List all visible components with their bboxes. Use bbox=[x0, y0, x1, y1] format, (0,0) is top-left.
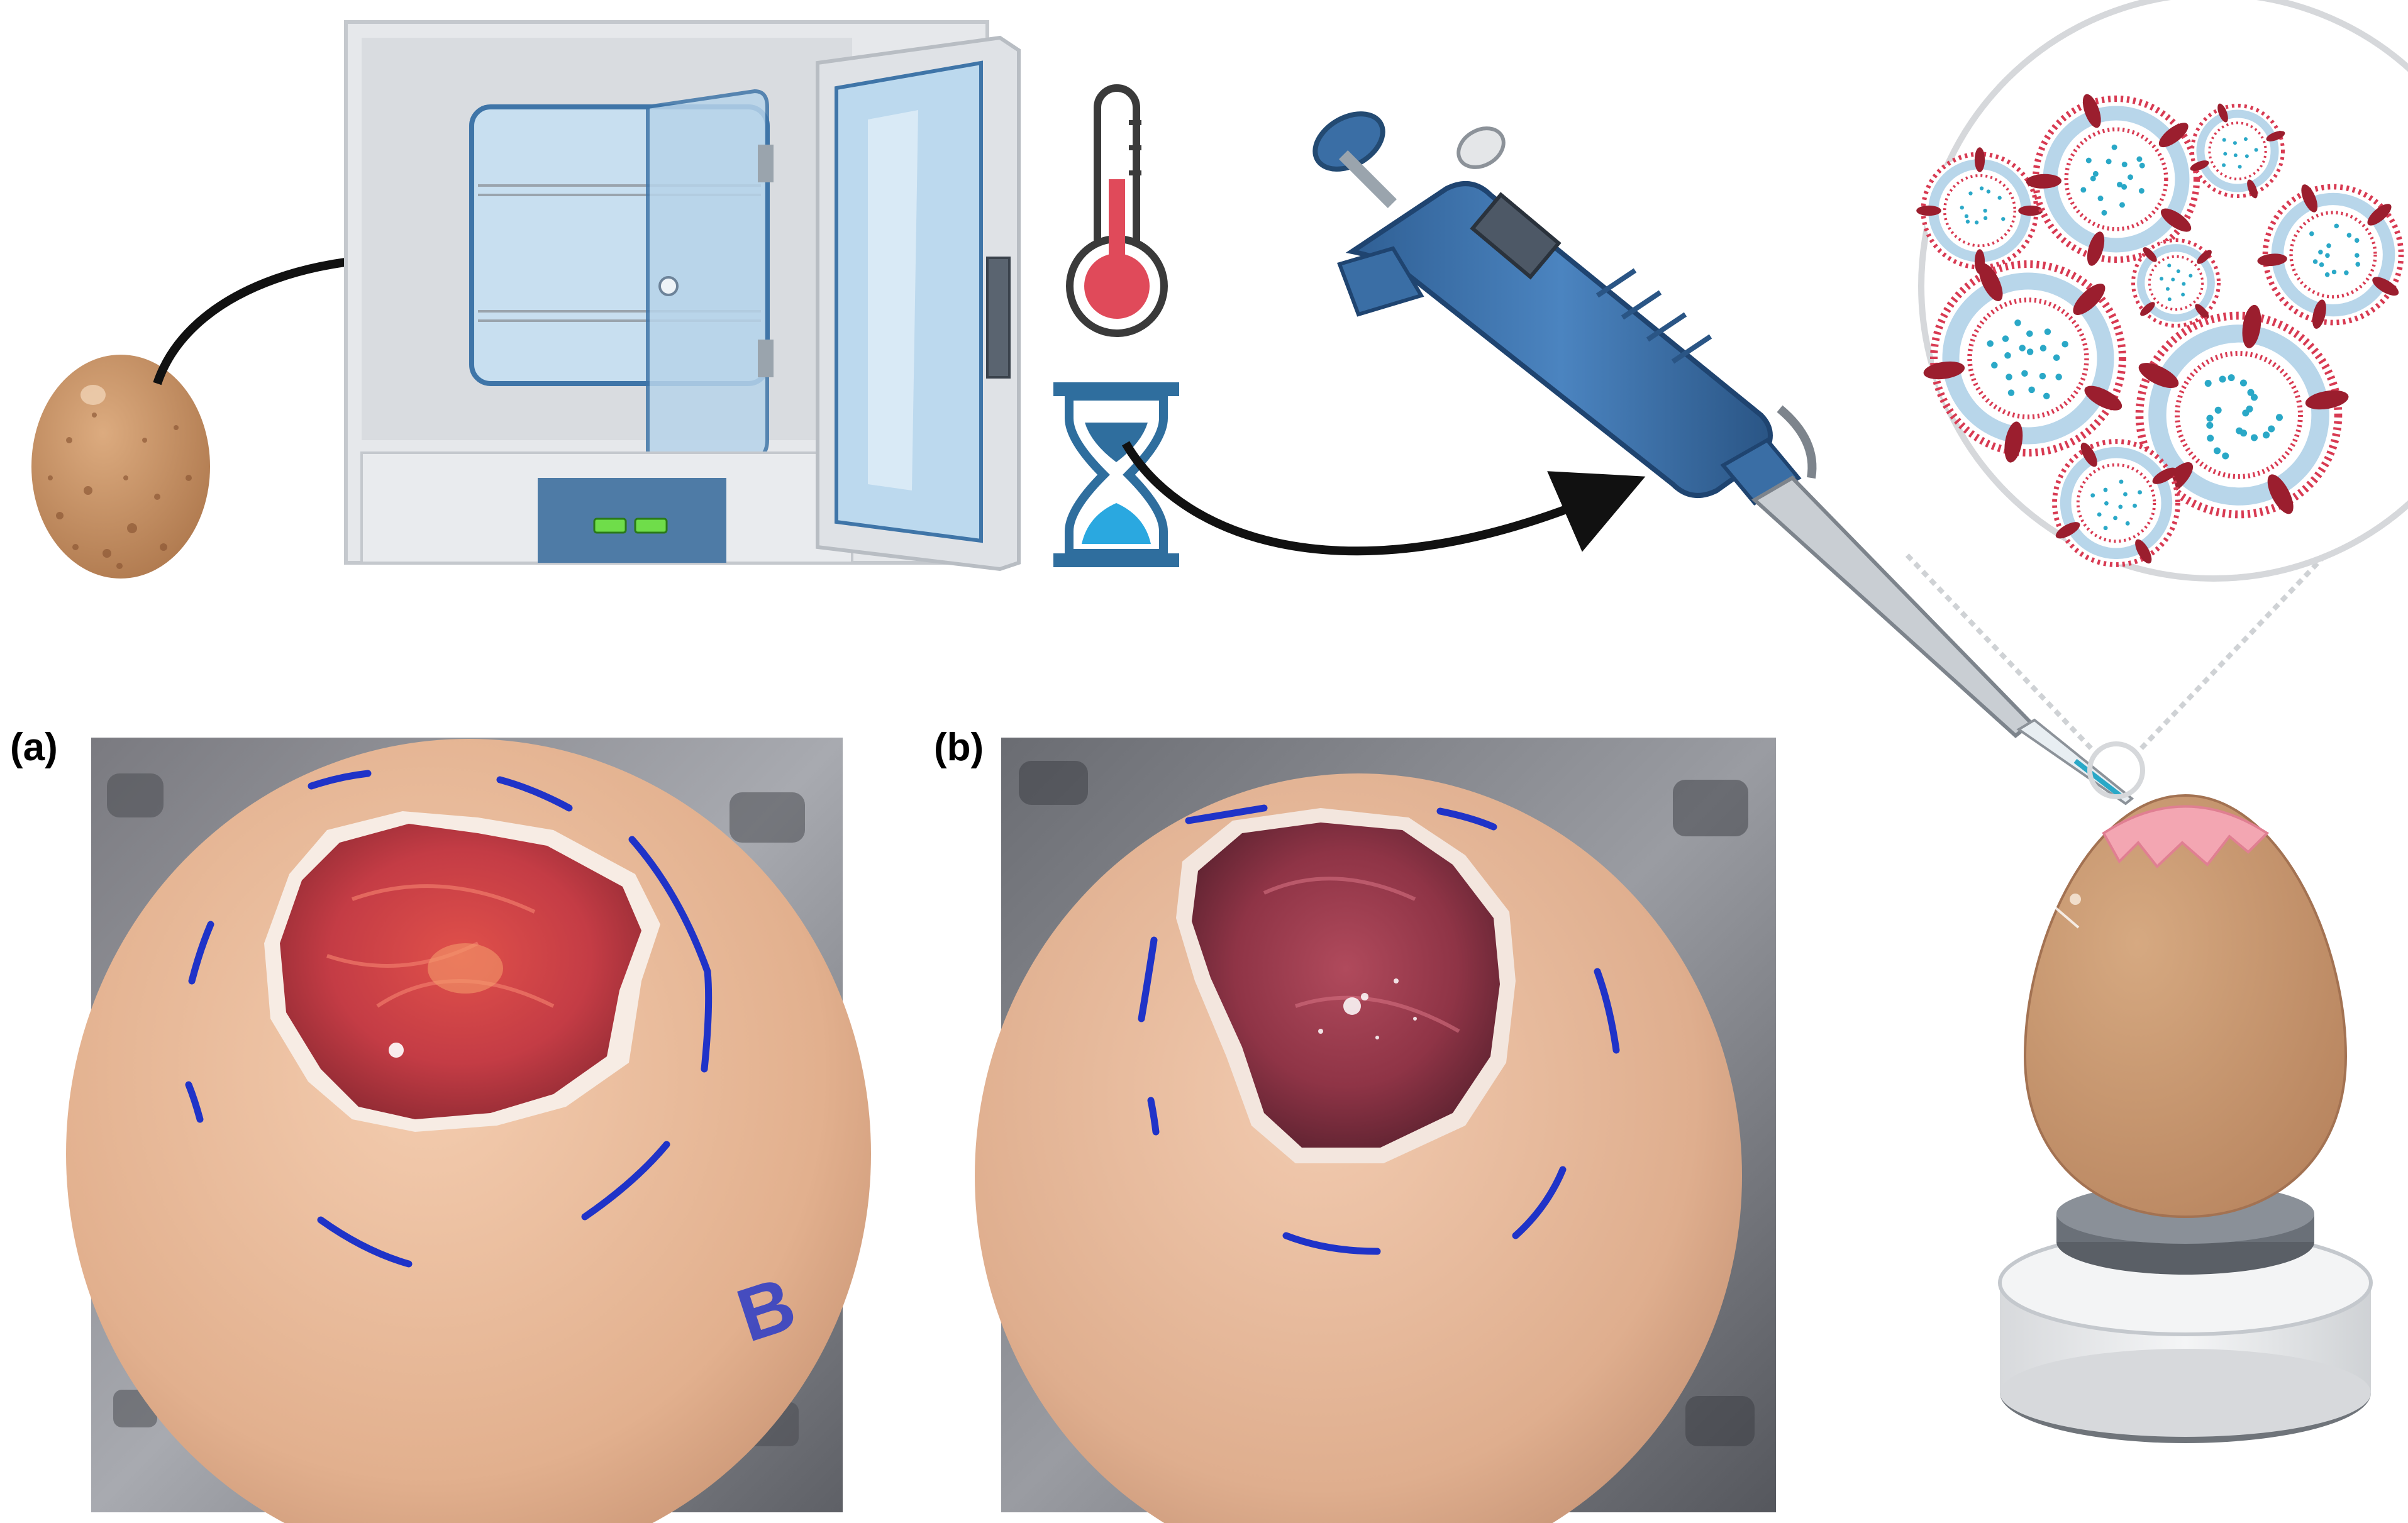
panel-label-a: (a) bbox=[10, 726, 58, 769]
liposome-vesicles-icon bbox=[1904, 0, 2408, 799]
incubator-icon bbox=[344, 20, 1021, 572]
hourglass-icon bbox=[1053, 382, 1179, 567]
thermometer-icon bbox=[1066, 84, 1168, 337]
liposome-vesicle bbox=[2131, 238, 2221, 328]
liposome-vesicle bbox=[2052, 439, 2180, 567]
liposome-vesicle bbox=[2135, 304, 2349, 519]
liposome-vesicle bbox=[2257, 184, 2404, 329]
liposome-vesicle bbox=[2190, 103, 2285, 199]
arrow-to-pipette bbox=[1121, 441, 1646, 556]
photo-egg-b bbox=[975, 738, 1776, 1523]
panel-label-b: (b) bbox=[934, 726, 984, 769]
liposome-vesicle bbox=[2026, 94, 2200, 266]
photo-egg-a: B bbox=[66, 738, 871, 1523]
egg-icon bbox=[31, 355, 210, 579]
egg-on-stand-icon bbox=[1998, 794, 2373, 1443]
micropipette-icon bbox=[1312, 111, 2134, 806]
liposome-vesicle bbox=[1923, 260, 2126, 463]
